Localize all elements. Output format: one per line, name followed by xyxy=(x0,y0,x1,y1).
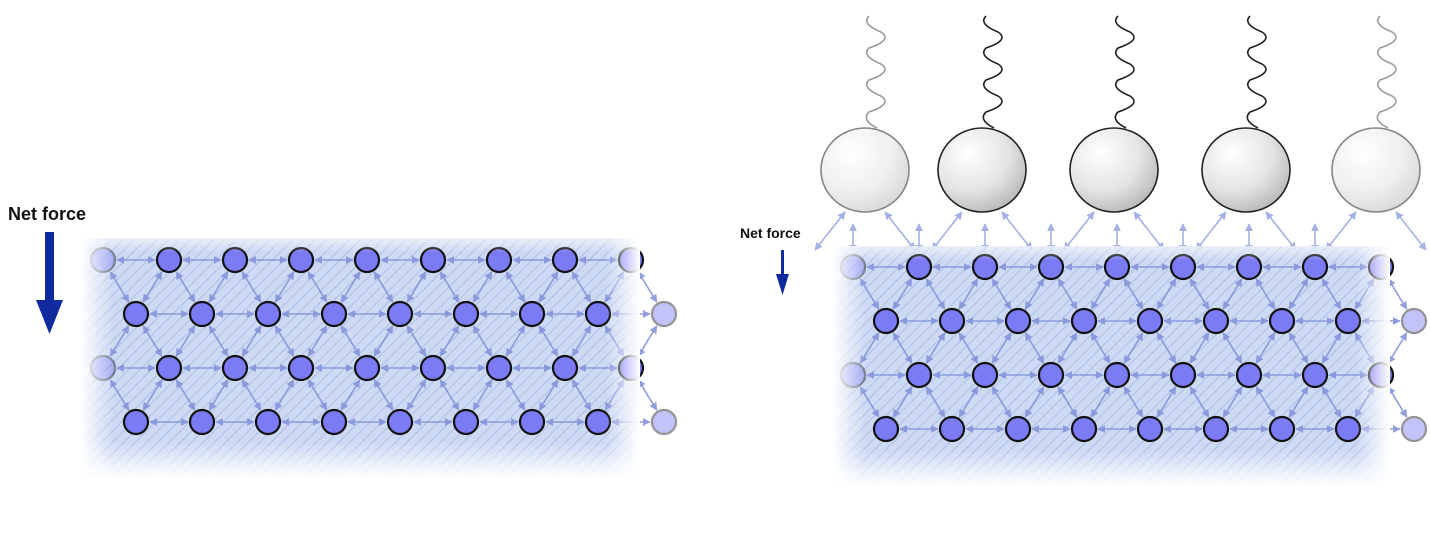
right-panel: Net force xyxy=(740,15,1428,486)
wavy-line-icon xyxy=(1376,15,1397,129)
bond-arrow xyxy=(1387,386,1408,418)
wavy-line-icon xyxy=(982,15,1003,129)
bond-arrow xyxy=(1387,332,1408,364)
left-panel: Net force xyxy=(8,204,678,478)
sphere-icon xyxy=(937,127,1027,213)
molecule-circle-icon xyxy=(1400,415,1428,443)
interface-bond-arrow xyxy=(1395,211,1427,251)
bond-arrow xyxy=(637,271,658,303)
wavy-line-icon xyxy=(865,15,886,129)
interface-bond-arrow xyxy=(1001,211,1033,251)
right-tethers xyxy=(865,15,1397,129)
sphere-icon xyxy=(1201,127,1291,213)
bond-arrow xyxy=(637,379,658,411)
right-interface-bonds xyxy=(814,211,1427,253)
left-fade-y xyxy=(80,238,640,478)
arrow-down-icon xyxy=(36,232,63,334)
interface-bond-arrow xyxy=(931,211,963,251)
interface-bond-arrow xyxy=(884,211,916,251)
interface-bond-arrow xyxy=(1265,211,1297,251)
molecule-circle-icon xyxy=(650,408,678,436)
arrow-down-icon xyxy=(776,250,789,295)
interface-bond-arrow xyxy=(1063,211,1095,251)
interface-bond-arrow xyxy=(1195,211,1227,251)
right-fade-y xyxy=(832,246,1390,486)
bond-arrow xyxy=(637,325,658,357)
sphere-icon xyxy=(820,127,910,213)
interface-bond-arrow xyxy=(814,211,846,251)
molecule-circle-icon xyxy=(1400,307,1428,335)
left-net-force-label: Net force xyxy=(8,204,86,224)
sphere-icon xyxy=(1331,127,1421,213)
wavy-line-icon xyxy=(1114,15,1135,129)
interface-bond-arrow xyxy=(1133,211,1165,251)
right-gas-particles xyxy=(820,127,1421,213)
right-net-force-label: Net force xyxy=(740,225,801,241)
wavy-line-icon xyxy=(1246,15,1267,129)
sphere-icon xyxy=(1069,127,1159,213)
bond-arrow xyxy=(1387,278,1408,310)
interface-bond-arrow xyxy=(1325,211,1357,251)
molecule-circle-icon xyxy=(650,300,678,328)
